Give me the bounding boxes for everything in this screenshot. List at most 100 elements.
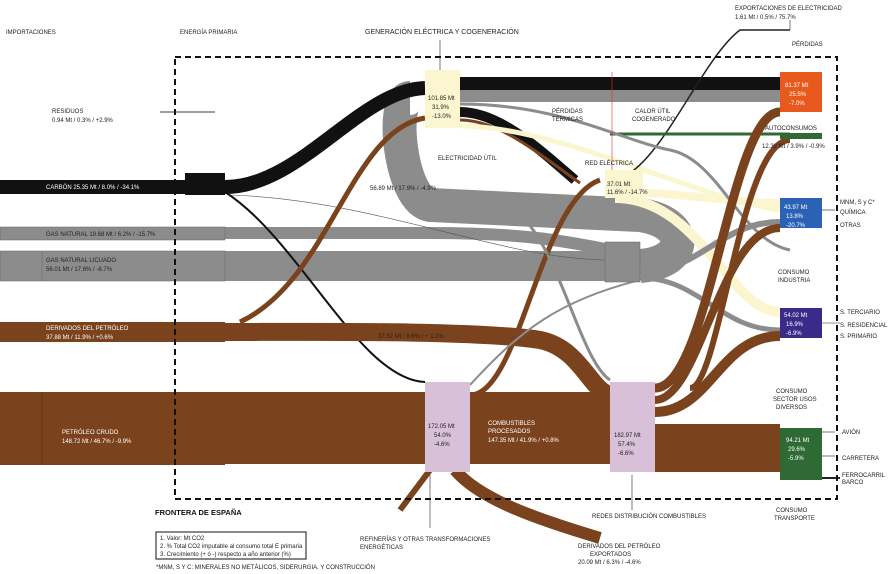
perdidas-label: PÉRDIDAS [792,41,823,48]
nodes [425,20,840,528]
refinerias-value-1: 172.05 Mt [428,424,455,430]
mnm-label: MNM, S y C* [840,200,875,206]
flow-gas-generacion [382,81,695,283]
sector-value-2: 16.9% [786,322,804,328]
refinerias-value-3: -4.6% [434,442,450,448]
electricidad-util-label: ELECTRICIDAD ÚTIL [438,155,497,162]
terciario-label: S. TERCIARIO [840,310,880,316]
header-exportaciones: EXPORTACIONES DE ELECTRICIDAD [735,6,842,12]
distribucion-value-1: 182.97 Mt [614,433,641,439]
flow-gas-natural [0,227,612,256]
header-generacion: GENERACIÓN ELÉCTRICA Y COGENERACIÓN [365,27,519,36]
flow-ref-loss [397,468,433,512]
flow-carbon-to-refineria [224,191,426,383]
gas-node [604,241,641,283]
flow-gas-perdidas [459,102,791,252]
perdidas-node [780,72,822,112]
red-electrica-value-1: 37.01 Mt [607,182,631,188]
combustibles-label-1: COMBUSTIBLES [488,421,535,427]
legend-line-1: 1. Valor: Mt CO2 [160,536,205,542]
sector-value-1: 54.02 Mt [784,313,808,319]
derivados-exp-label-1: DERIVADOS DEL PETRÓLEO [578,543,661,550]
source-bars [0,173,226,465]
consumo-sector-1: CONSUMO [776,389,808,395]
flow-dist-industria [654,224,781,404]
legend-line-3: 3. Crecimiento (+ ó -) respecto a año an… [160,552,291,558]
generacion-node [425,70,460,128]
residuos-label: RESIDUOS [52,109,83,115]
flow-dist-sector [654,331,781,417]
residencial-label: S. RESIDENCIAL [840,323,888,329]
refinerias-node [425,382,470,472]
flow-dist-to-gas [469,279,641,386]
flow-gas-sector [639,275,781,333]
distribucion-value-3: -6.6% [618,451,634,457]
flow-ref-to-gen [469,177,601,398]
derivados-label: DERIVADOS DEL PETRÓLEO [46,325,129,332]
red-electrica-label: RED ELÉCTRICA [585,160,633,167]
perdidas-termicas-2: TÉRMICAS [552,116,583,123]
perdidas-value-2: 25.5% [789,92,807,98]
perdidas-termicas-1: PÉRDIDAS [552,108,583,115]
ferrocarril-label-2: BARCO [842,480,864,486]
crudo-value: 148.72 Mt / 46.7% / -9.9% [62,439,132,445]
flow-dist-autoconsumo [688,137,791,391]
legend-line-2: 2. % Total CO2 imputable al consumo tota… [160,544,303,550]
red-electrica-value-2: 11.6% / -14.7% [607,190,648,196]
gas-natural-bar [0,226,226,241]
flow-gas-to-dist [519,213,611,382]
header-exportaciones-value: 1.61 Mt / 0.5% / 75.7% [735,15,796,21]
legend-box [155,531,307,560]
carbon-label: CARBÓN 25.35 Mt / 8.0% / -34.1% [46,184,140,191]
gnl-label: GAS NATURAL LICUADO [46,258,116,264]
combustibles-label-2: PROCESADOS [488,429,530,435]
derivados-exp-label-2: EXPORTADOS [590,552,631,558]
transporte-value-2: 29.6% [788,447,806,453]
flow-ref-export [450,465,602,544]
autoconsumos-value: 12.32 Mt / 3.9% / -0.9% [762,144,825,150]
transporte-value-3: -5.9% [788,456,804,462]
frontera-border [174,56,838,500]
flow-derivados-to-gen [238,115,426,325]
legend-footnote: *MNM, S Y C: MINERALES NO METÁLICOS, SID… [156,564,375,571]
flow-red-sector [614,193,781,317]
sector-node [780,308,822,338]
consumo-industria-2: INDUSTRIA [778,278,810,284]
calor-util-1: CALOR ÚTIL [635,108,671,115]
industria-value-3: -20.7% [786,223,806,229]
flow-gas-industria [639,219,781,275]
crudo-label: PETRÓLEO CRUDO [62,429,119,436]
consumo-sector-3: DIVERSOS [776,405,807,411]
flow-carbon [0,81,426,194]
flow-calor-util [459,123,781,213]
quimica-label: QUÍMICA [840,209,866,216]
flow-thin-line [229,194,611,261]
derivados-bar [0,322,225,342]
red-electrica-node [605,170,643,198]
header-energia-primaria: ENERGÍA PRIMARIA [180,29,237,36]
ferrocarril-label-1: FERROCARRIL [842,473,886,479]
consumo-transporte-2: TRANSPORTE [774,516,815,522]
generacion-value-3: -13.0% [432,114,452,120]
carretera-label: CARRETERA [842,456,879,462]
combustibles-value: 147.35 Mt / 41.9% / +0.8% [488,438,560,444]
sector-value-3: -6.9% [786,331,802,337]
consumo-transporte-1: CONSUMO [776,508,808,514]
perdidas-value-3: -7.0% [789,101,805,107]
gas-generacion-label: 56.89 Mt / 17.9% / -4.9% [370,186,437,192]
generacion-value-2: 31.9% [432,105,450,111]
carbon-bar [185,173,225,195]
residuos-value: 0.94 Mt / 0.3% / +2.9% [52,118,114,124]
distribucion-node [610,382,655,472]
avion-label: AVIÓN [842,429,860,436]
redes-distribucion-label: REDES DISTRIBUCIÓN COMBUSTIBLES [592,513,706,520]
distribucion-value-2: 57.4% [618,442,636,448]
derivados-exp-value: 20.09 Mt / 6.3% / -4.6% [578,560,641,566]
transporte-value-1: 94.21 Mt [786,438,810,444]
header-frontera: FRONTERA DE ESPAÑA [155,508,242,517]
refinerias-label-2: ENERGÉTICAS [360,544,403,551]
calor-util-2: COGENERADO [632,117,676,123]
refinerias-label-1: REFINERÍAS Y OTRAS TRANSFORMACIONES [360,536,490,543]
perdidas-value-1: 81.37 Mt [785,83,809,89]
